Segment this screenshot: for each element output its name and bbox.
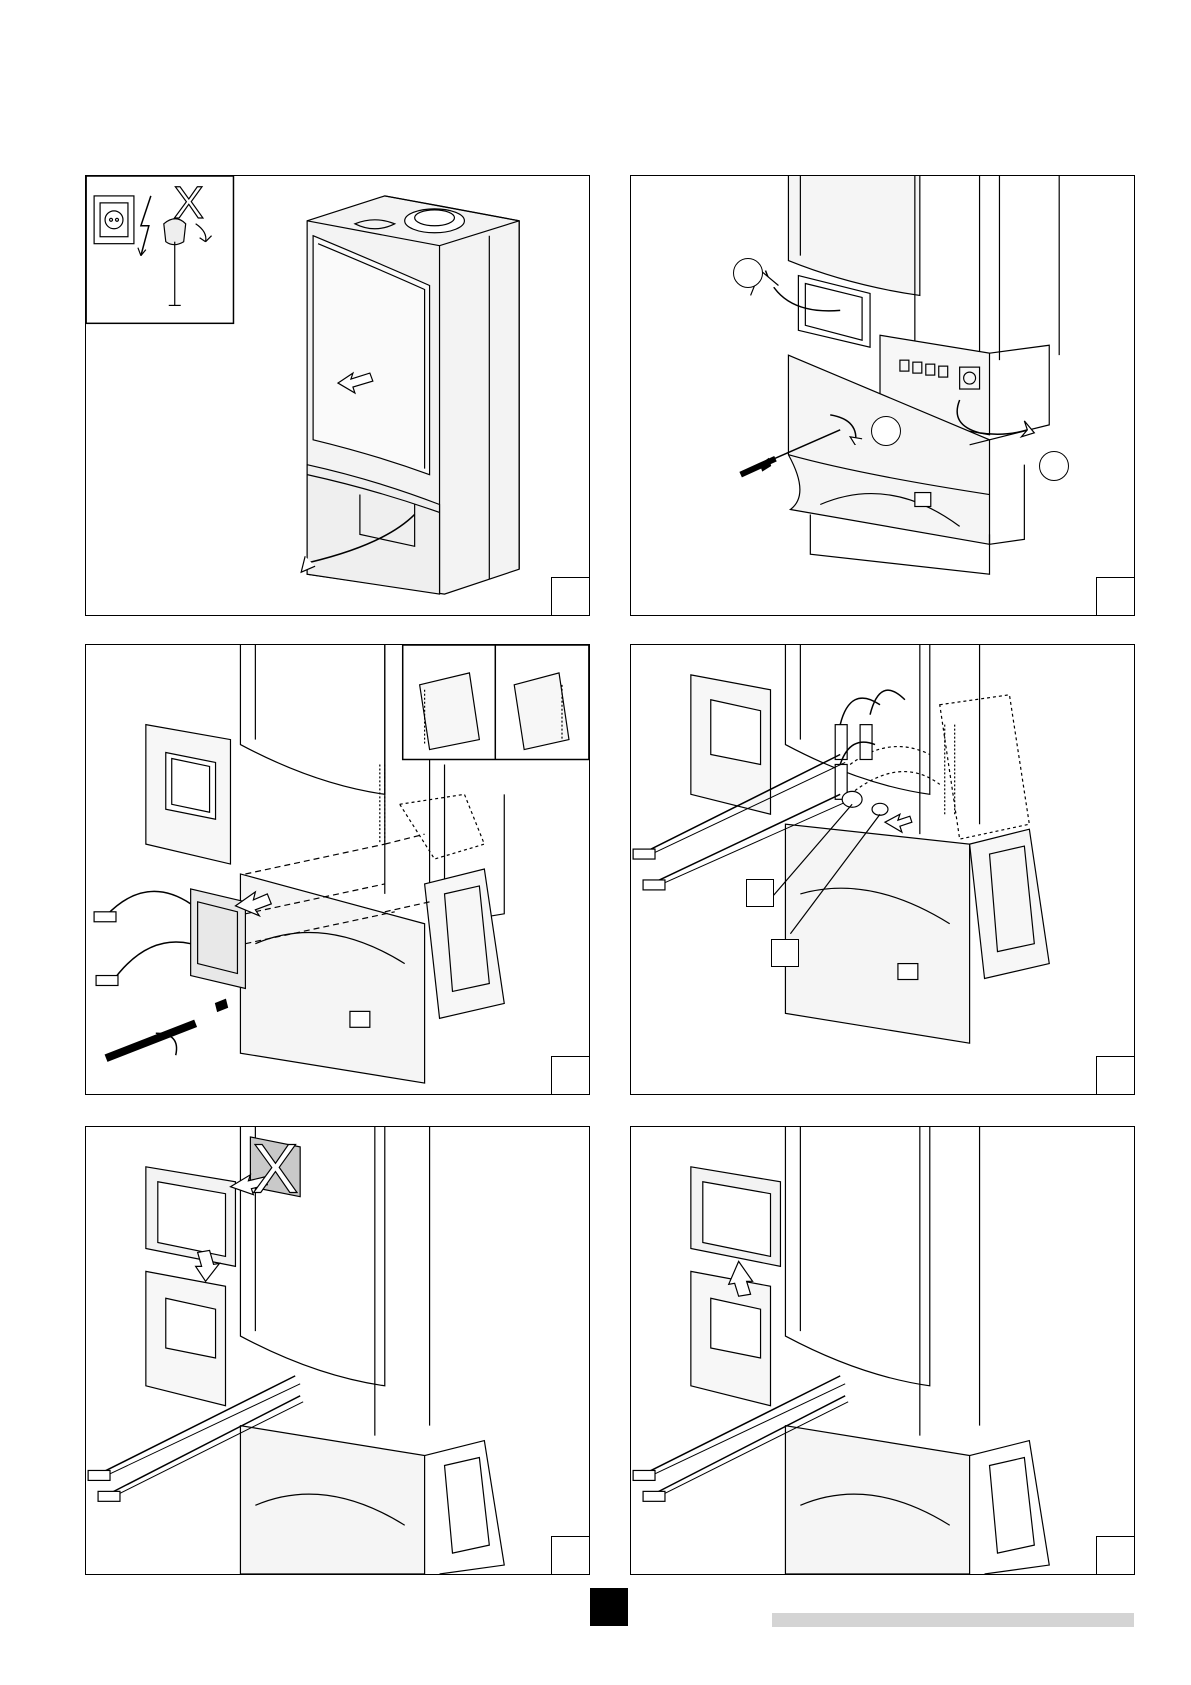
callout-circle-1 [733,258,763,288]
fit-new-cover-illustration [631,1127,1134,1574]
boiler-front-illustration: X [86,176,589,615]
callout-circle-2 [871,416,901,446]
step-number-box [1096,1536,1134,1574]
step-number-box [1096,577,1134,615]
illustration-panel-2 [630,175,1135,616]
page-number [590,1588,628,1626]
callout-square-1 [746,879,774,907]
illustration-panel-4 [630,644,1135,1095]
remove-display-cover-illustration: X [86,1127,589,1574]
prohibited-x-mark: X [252,1130,298,1208]
illustration-panel-1: X [85,175,590,616]
illustration-panel-3 [85,644,590,1095]
step-number-box [551,1056,589,1094]
open-control-flap-illustration [631,176,1134,615]
footer-bar [772,1613,1134,1627]
illustration-panel-6 [630,1126,1135,1575]
callout-square-2 [771,939,799,967]
illustration-panel-5: X [85,1126,590,1575]
connect-cables-illustration [631,645,1134,1094]
step-number-box [1096,1056,1134,1094]
callout-circle-3 [1039,451,1069,481]
step-number-box [551,1536,589,1574]
insert-board-illustration [86,645,589,1094]
step-number-box [551,577,589,615]
prohibited-x-mark: X [173,177,204,228]
